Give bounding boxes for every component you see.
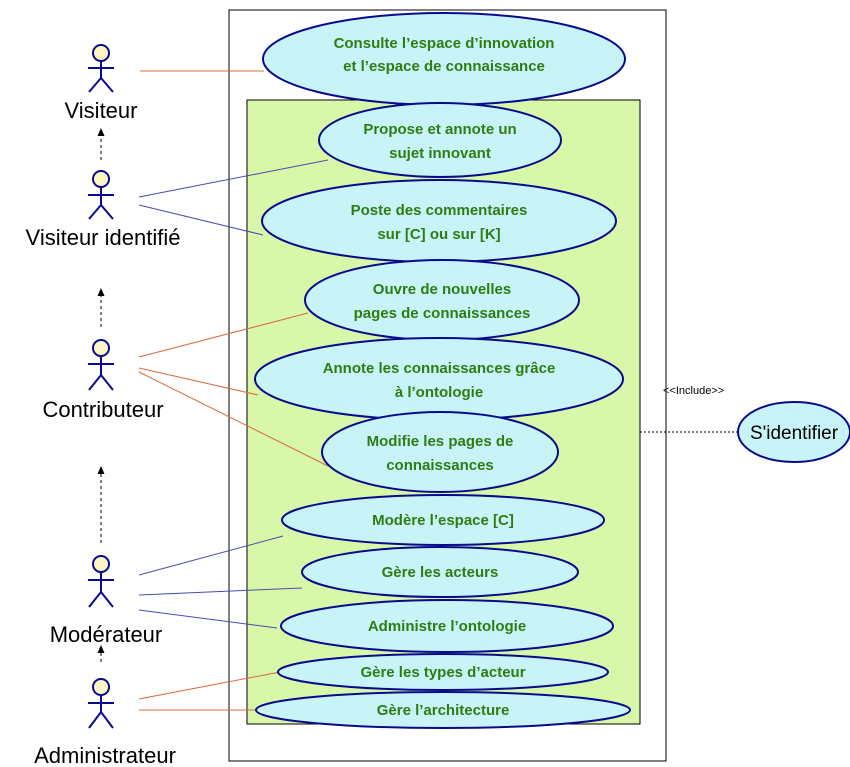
- arrowhead: [97, 288, 105, 296]
- use-case-label: et l’espace de connaissance: [343, 58, 545, 75]
- stick-figure-icon: [88, 339, 114, 391]
- actor-label: Administrateur: [34, 743, 176, 767]
- use-case-modifie[interactable]: Modifie les pages de connaissances: [321, 411, 559, 493]
- actor-label: Modérateur: [50, 622, 163, 647]
- actor-label: Visiteur identifié: [26, 225, 181, 250]
- actor-label: Visiteur: [65, 98, 138, 123]
- use-case-label: Propose et annote un: [363, 121, 516, 138]
- assoc-admin-gere-types: [138, 671, 281, 700]
- use-case-propose[interactable]: Propose et annote un sujet innovant: [318, 102, 562, 178]
- arrowhead: [97, 645, 105, 653]
- actor-visiteur-identifie[interactable]: Visiteur identifié: [26, 170, 181, 250]
- use-case-label: Consulte l’espace d’innovation: [334, 35, 555, 52]
- assoc-contrib-modifie: [138, 371, 329, 467]
- assoc-mod-modere: [138, 535, 284, 576]
- use-case-consulte[interactable]: Consulte l’espace d’innovation et l’espa…: [262, 12, 626, 106]
- use-case-modere[interactable]: Modère l’espace [C]: [281, 494, 605, 546]
- use-case-label: Ouvre de nouvelles: [373, 281, 511, 298]
- use-case-administre[interactable]: Administre l’ontologie: [280, 599, 614, 653]
- use-case-ouvre[interactable]: Ouvre de nouvelles pages de connaissance…: [304, 259, 580, 341]
- associations: [138, 70, 329, 711]
- use-case-label: Modifie les pages de: [367, 433, 514, 450]
- arrowhead: [97, 128, 105, 136]
- use-case-poste[interactable]: Poste des commentaires sur [C] ou sur [K…: [261, 179, 617, 263]
- actor-visiteur[interactable]: Visiteur: [65, 44, 138, 123]
- use-case-label: Gère les acteurs: [382, 564, 499, 581]
- use-case-label: Poste des commentaires: [351, 202, 528, 219]
- use-case-label: à l’ontologie: [395, 384, 483, 401]
- include-label: <<Include>>: [663, 385, 724, 397]
- stick-figure-icon: [88, 44, 114, 93]
- stick-figure-icon: [88, 678, 114, 729]
- assoc-mod-administre: [138, 609, 278, 629]
- generalization-arrowheads: [97, 128, 105, 653]
- assoc-contrib-annote: [138, 367, 259, 396]
- use-case-label: Gère les types d’acteur: [360, 664, 525, 681]
- actor-administrateur[interactable]: Administrateur: [34, 678, 176, 767]
- use-case-sidentifier[interactable]: S'identifier: [737, 401, 850, 463]
- actor-moderateur[interactable]: Modérateur: [50, 555, 163, 647]
- actor-label: Contributeur: [42, 397, 163, 422]
- use-case-gere-acteurs[interactable]: Gère les acteurs: [301, 546, 579, 598]
- use-case-label: Modère l’espace [C]: [372, 512, 514, 529]
- use-case-label: sujet innovant: [389, 145, 491, 162]
- use-case-label: Annote les connaissances grâce: [323, 360, 556, 377]
- stick-figure-icon: [88, 170, 114, 220]
- assoc-mod-gere-acteurs: [138, 587, 303, 596]
- use-case-label: pages de connaissances: [354, 305, 531, 322]
- use-case-annote[interactable]: Annote les connaissances grâce à l’ontol…: [254, 337, 624, 421]
- use-case-label: connaissances: [386, 457, 494, 474]
- stick-figure-icon: [88, 555, 114, 608]
- use-case-gere-archi[interactable]: Gère l’architecture: [255, 691, 631, 729]
- actor-contributeur[interactable]: Contributeur: [42, 339, 164, 422]
- use-case-label: sur [C] ou sur [K]: [377, 226, 500, 243]
- use-case-label: Administre l’ontologie: [368, 618, 526, 635]
- use-case-label: Gère l’architecture: [377, 702, 510, 719]
- arrowhead: [97, 466, 105, 474]
- assoc-contrib-ouvre: [138, 312, 309, 358]
- use-case-gere-types[interactable]: Gère les types d’acteur: [277, 653, 609, 691]
- assoc-vid-propose: [138, 159, 329, 198]
- use-case-label: S'identifier: [750, 423, 839, 444]
- assoc-vid-poste: [138, 204, 264, 236]
